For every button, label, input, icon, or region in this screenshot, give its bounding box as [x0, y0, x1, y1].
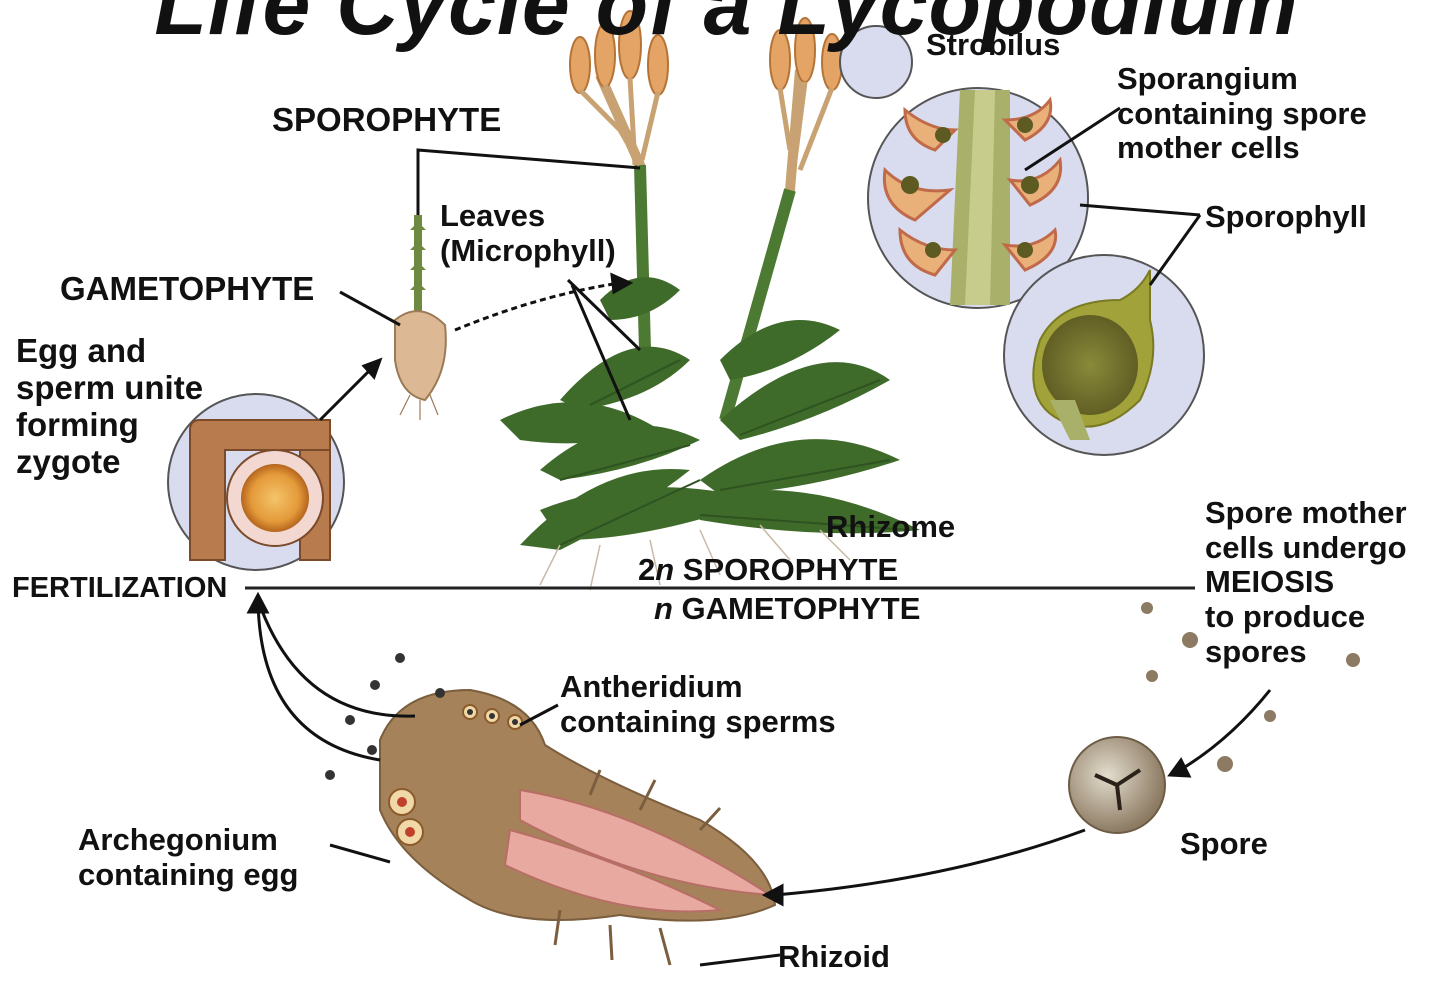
label-rhizome: Rhizome — [826, 510, 955, 545]
label-fertilization: FERTILIZATION — [12, 572, 227, 604]
label-n-rest: GAMETOPHYTE — [673, 591, 920, 626]
label-2n-n: n — [655, 552, 674, 587]
label-sporophyte: SPOROPHYTE — [272, 102, 501, 139]
label-n-n: n — [654, 591, 673, 626]
label-archegonium: Archegonium containing egg — [78, 823, 298, 892]
label-leaves-microphyll: Leaves (Microphyll) — [440, 199, 616, 268]
label-antheridium: Antheridium containing sperms — [560, 670, 836, 739]
label-2n-rest: SPOROPHYTE — [674, 552, 898, 587]
label-sporophyll: Sporophyll — [1205, 200, 1367, 235]
young-sporophyte-on-gametophyte — [395, 215, 446, 420]
label-rhizoid: Rhizoid — [778, 940, 890, 975]
label-strobilus: Strobilus — [926, 28, 1060, 63]
sporophyte-plant — [500, 11, 920, 590]
label-egg-sperm-unite: Egg and sperm unite forming zygote — [16, 333, 203, 481]
label-n-gametophyte: n GAMETOPHYTE — [654, 592, 920, 627]
label-meiosis: Spore mother cells undergo MEIOSIS to pr… — [1205, 496, 1407, 670]
label-2n-sporophyte: 2n SPOROPHYTE — [638, 553, 898, 588]
label-2n-prefix: 2 — [638, 552, 655, 587]
sporophyll-inset — [1004, 255, 1204, 455]
diagram-title: Life Cycle of a Lycopodium — [0, 0, 1453, 55]
label-spore: Spore — [1180, 827, 1268, 862]
label-sporangium: Sporangium containing spore mother cells — [1117, 62, 1367, 166]
label-gametophyte: GAMETOPHYTE — [60, 271, 314, 308]
